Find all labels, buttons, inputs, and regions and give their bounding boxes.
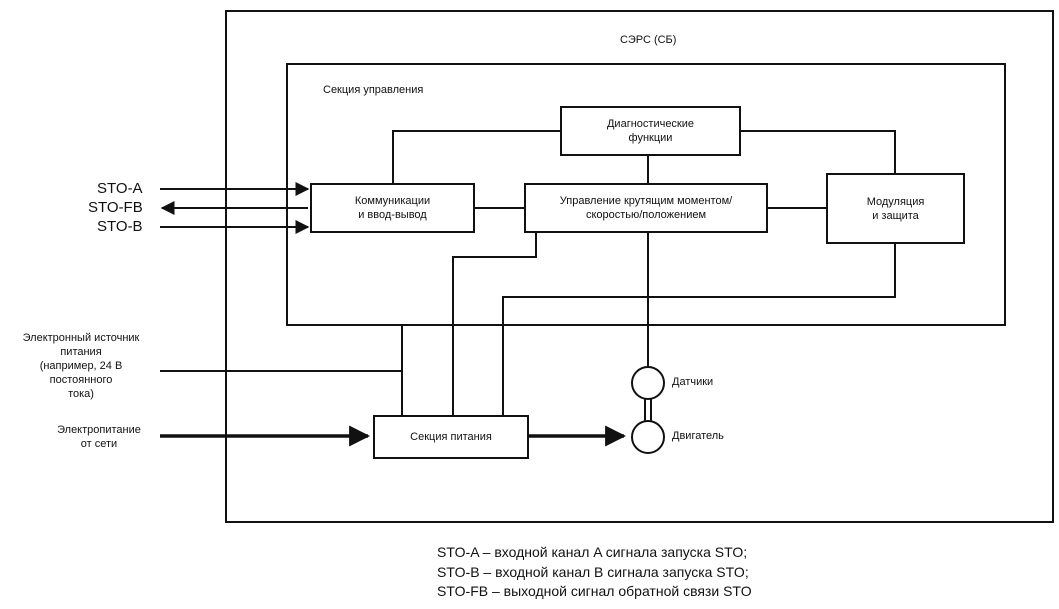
power-to-mod-line xyxy=(502,244,896,415)
motor-symbol xyxy=(631,420,665,454)
legend-line: STO-B – входной канал B сигнала запуска … xyxy=(437,563,749,580)
control-section-frame xyxy=(286,63,1006,326)
sto-a-label: STO-A xyxy=(97,180,143,197)
sensors-symbol xyxy=(631,366,665,400)
diagnostics-block: Диагностические функции xyxy=(560,106,741,156)
control-section-title: Секция управления xyxy=(323,84,424,96)
outer-frame xyxy=(225,10,1054,523)
diag-to-mod-line xyxy=(741,130,896,173)
legend-line: STO-A – входной канал A сигнала запуска … xyxy=(437,544,748,560)
power-section-block: Секция питания xyxy=(373,415,529,459)
sto-b-label: STO-B xyxy=(97,218,143,235)
mains-supply-label: Электропитание от сети xyxy=(57,424,141,450)
electronic-supply-label: Электронный источник питания (например, … xyxy=(22,332,140,400)
torque-control-block: Управление крутящим моментом/ скоростью/… xyxy=(524,183,768,233)
sto-fb-label: STO-FB xyxy=(88,199,143,216)
motor-label: Двигатель xyxy=(672,430,724,442)
diag-to-comm-line xyxy=(392,130,560,183)
modulation-block: Модуляция и защита xyxy=(826,173,965,244)
sensors-label: Датчики xyxy=(672,376,714,388)
comm-io-block: Коммуникации и ввод-вывод xyxy=(310,183,475,233)
legend: STO-A – входной канал A сигнала запуска … xyxy=(437,543,752,602)
power-to-torque-line xyxy=(452,233,537,415)
outer-frame-title: СЭРС (СБ) xyxy=(620,34,677,46)
legend-line: STO-FB – выходной сигнал обратной связи … xyxy=(437,583,752,599)
